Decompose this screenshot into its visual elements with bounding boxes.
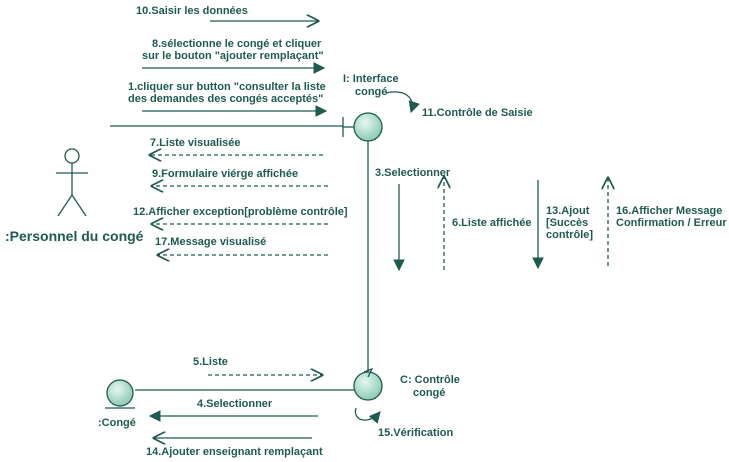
msg-11-label: 11.Contrôle de Saisie <box>422 107 533 119</box>
msg-10-label: 10.Saisir les données <box>136 5 248 17</box>
controle-circle <box>353 371 383 401</box>
msg-8-label-1: 8.sélectionne le congé et cliquer <box>152 38 322 50</box>
msg-11-self-arrow <box>385 91 420 114</box>
msg-16-label-2: Confirmation / Erreur <box>616 217 727 229</box>
controle-label-2: congé <box>413 387 445 399</box>
msg-6-label: 6.Liste affichée <box>452 217 531 229</box>
actor-label: :Personnel du congé <box>5 228 144 244</box>
actor-figure <box>56 148 88 217</box>
interface-label-2: congé <box>355 86 387 98</box>
msg-5-label: 5.Liste <box>193 356 228 368</box>
conge-entity <box>105 379 135 409</box>
controle-object <box>353 367 383 401</box>
msg-14-label: 14.Ajouter enseignant remplaçant <box>146 446 323 458</box>
actor-leg-right <box>71 194 87 217</box>
conge-circle <box>106 379 134 407</box>
msg-15-self-arrow <box>354 407 381 424</box>
msg-3-label: 3.Selectionner <box>375 167 451 179</box>
msg-13-label-2: [Succès <box>546 217 588 229</box>
msg-17-label: 17.Message visualisé <box>155 236 266 248</box>
interface-circle <box>353 112 383 142</box>
msg-1-label-1: 1.cliquer sur button "consulter la liste <box>128 81 326 93</box>
msg-8-label-2: sur le bouton "ajouter remplaçant" <box>142 50 324 62</box>
controle-label-1: C: Contrôle <box>400 374 460 386</box>
actor-head <box>64 148 80 164</box>
msg-12-label: 12.Afficher exception[problème contrôle] <box>133 206 348 218</box>
msg-1-label-2: des demandes des congés acceptés" <box>128 93 323 105</box>
msg-15-label: 15.Vérification <box>378 427 453 439</box>
interface-boundary <box>342 112 383 142</box>
msg-7-label: 7.Liste visualisée <box>150 137 241 149</box>
msg-16-label-1: 16.Afficher Message <box>616 205 722 217</box>
interface-label-1: I: Interface <box>343 73 399 85</box>
msg-13-label-1: 13.Ajout <box>546 205 590 217</box>
msg-13-label-3: contrôle] <box>546 229 593 241</box>
msg-9-label: 9.Formulaire viérge affichée <box>152 168 298 180</box>
msg-4-label: 4.Selectionner <box>197 398 273 410</box>
actor-leg-left <box>57 194 73 217</box>
conge-label: :Congé <box>98 417 136 429</box>
controle-arrowhead <box>363 367 374 378</box>
